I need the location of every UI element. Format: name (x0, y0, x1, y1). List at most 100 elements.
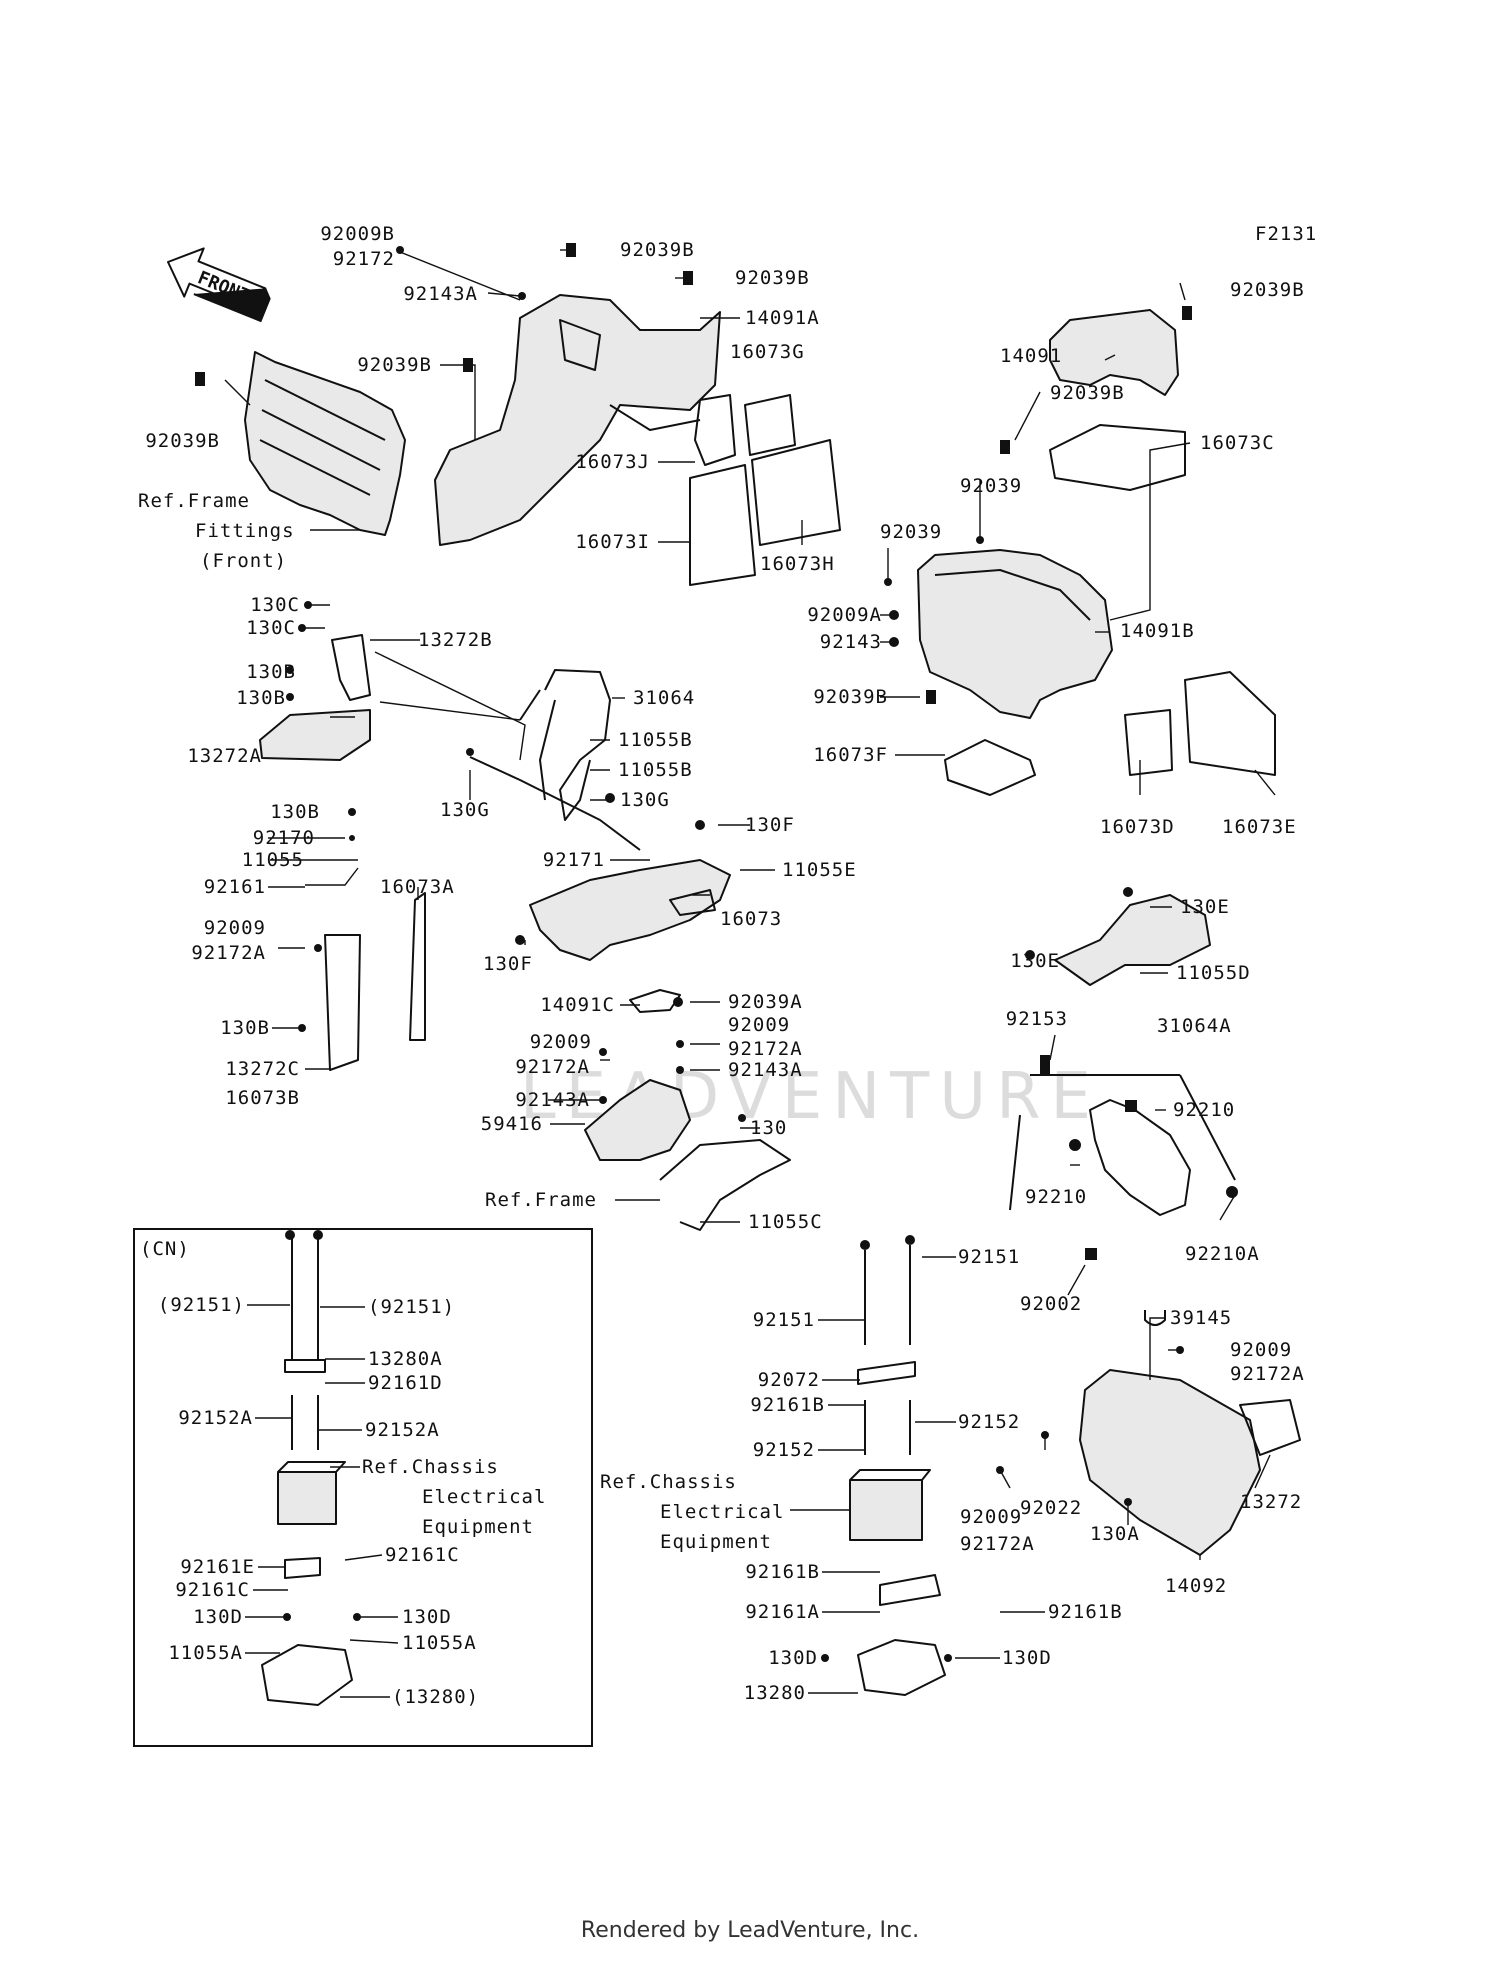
bolt-icon (889, 610, 899, 620)
part-callout-label: 92039A (728, 991, 803, 1013)
dash-panel-center (434, 294, 721, 546)
bolt-icon (314, 944, 322, 952)
part-callout-label: 92072 (758, 1369, 820, 1391)
part-callout-label: 11055D (1176, 962, 1251, 984)
part-callout-label: 16073D (1100, 816, 1175, 838)
part-callout-label: 14091 (1000, 345, 1062, 367)
part-callout-label: 11055 (242, 849, 304, 871)
part-callout-label: 92039B (620, 239, 695, 261)
part-callout-label: 130D (1002, 1647, 1052, 1669)
tray-cn-13280 (261, 1644, 353, 1706)
pad-16073G (744, 394, 796, 456)
part-callout-label: 92151 (753, 1309, 815, 1331)
battery-main (849, 1479, 923, 1541)
part-callout-label: 14091A (745, 307, 820, 329)
part-callout-label: 16073 (720, 908, 782, 930)
bolt-icon (695, 820, 705, 830)
part-callout-label: 16073A (380, 876, 455, 898)
clip-icon (195, 372, 205, 386)
part-callout-label: Equipment (660, 1531, 772, 1553)
part-callout-label: 13272C (225, 1058, 300, 1080)
bolt-icon (286, 693, 294, 701)
bolt-icon (1176, 1346, 1184, 1354)
bolt-icon (1025, 950, 1035, 960)
part-callout-label: 92151 (958, 1246, 1020, 1268)
part-callout-label: 92161 (204, 876, 266, 898)
bolt-icon (353, 1613, 361, 1621)
part-callout-label: 92161C (175, 1579, 250, 1601)
part-callout-label: 92152A (365, 1419, 440, 1441)
part-callout-label: 39145 (1170, 1307, 1232, 1329)
clip-icon (463, 358, 473, 372)
bolt-icon (285, 1230, 295, 1240)
part-callout-label: 13280 (744, 1682, 806, 1704)
nut-icon (1125, 1100, 1137, 1112)
bolt-icon (283, 1613, 291, 1621)
bolt-icon (286, 666, 294, 674)
part-callout-label: 92161A (745, 1601, 820, 1623)
clamp-icon (1144, 1310, 1166, 1326)
nut-icon (1226, 1186, 1238, 1198)
part-callout-label: 92143A (728, 1059, 803, 1081)
pad-16073A (409, 892, 426, 1041)
part-callout-label: Ref.Frame (485, 1189, 597, 1211)
part-callout-label: 130 (750, 1117, 787, 1139)
part-callout-label: 130B (246, 661, 296, 683)
part-callout-label: 11055A (402, 1632, 477, 1654)
part-callout-label: 13272 (1240, 1491, 1302, 1513)
bolt-icon (1085, 1248, 1097, 1260)
part-callout-label: 14091B (1120, 620, 1195, 642)
part-callout-label: 130E (1010, 950, 1060, 972)
part-callout-label: 16073H (760, 553, 835, 575)
part-callout-label: 11055B (618, 729, 693, 751)
part-callout-label: 92161B (745, 1561, 820, 1583)
bolt-icon (976, 536, 984, 544)
part-callout-label: 11055C (748, 1211, 823, 1233)
part-callout-label: 92152 (753, 1439, 815, 1461)
part-callout-label: 14091C (540, 994, 615, 1016)
part-callout-label: 92009 (204, 917, 266, 939)
bracket-11055D (1054, 894, 1211, 986)
clip-icon (566, 243, 576, 257)
part-callout-label: 130D (768, 1647, 818, 1669)
part-callout-label: 92039 (880, 521, 942, 543)
part-callout-label: 130F (745, 814, 795, 836)
part-callout-label: 92172A (515, 1056, 590, 1078)
pad-16073 (669, 889, 716, 916)
washer-icon (599, 1096, 607, 1104)
part-callout-label: 92009B (320, 223, 395, 245)
battery-cn (277, 1471, 337, 1525)
part-callout-label: 16073C (1200, 432, 1275, 454)
bolt-icon (313, 1230, 323, 1240)
part-callout-label: 130D (402, 1606, 452, 1628)
part-callout-label: 130A (1090, 1523, 1140, 1545)
part-callout-label: 130B (220, 1017, 270, 1039)
part-callout-label: 31064A (1157, 1015, 1232, 1037)
part-callout-label: 92210 (1025, 1186, 1087, 1208)
bracket-13272 (1239, 1399, 1301, 1456)
part-callout-label: 92143 (820, 631, 882, 653)
hold-down-13280A (284, 1359, 326, 1373)
part-shapes (133, 294, 1301, 1747)
part-callout-label: 92210A (1185, 1243, 1260, 1265)
bolt-icon (515, 935, 525, 945)
part-callout-label: 92152 (958, 1411, 1020, 1433)
part-callout-label: 92039 (960, 475, 1022, 497)
part-callout-label: 16073I (575, 531, 650, 553)
part-callout-label: (92151) (368, 1296, 455, 1318)
part-callout-label: 130C (250, 594, 300, 616)
part-callout-label: 92009 (1230, 1339, 1292, 1361)
bolt-icon (884, 578, 892, 586)
part-callout-label: 130D (193, 1606, 243, 1628)
part-callout-label: Ref.Frame (138, 490, 250, 512)
tray-13280 (857, 1639, 946, 1696)
part-callout-label: 92161E (180, 1556, 255, 1578)
hold-down-92072 (857, 1361, 916, 1385)
washer-icon (518, 292, 526, 300)
part-callout-label: 92143A (515, 1089, 590, 1111)
pad-16073F (944, 739, 1036, 796)
part-callout-label: 92039B (357, 354, 432, 376)
inset-label: (CN) (140, 1238, 190, 1260)
part-callout-label: 92039B (1050, 382, 1125, 404)
